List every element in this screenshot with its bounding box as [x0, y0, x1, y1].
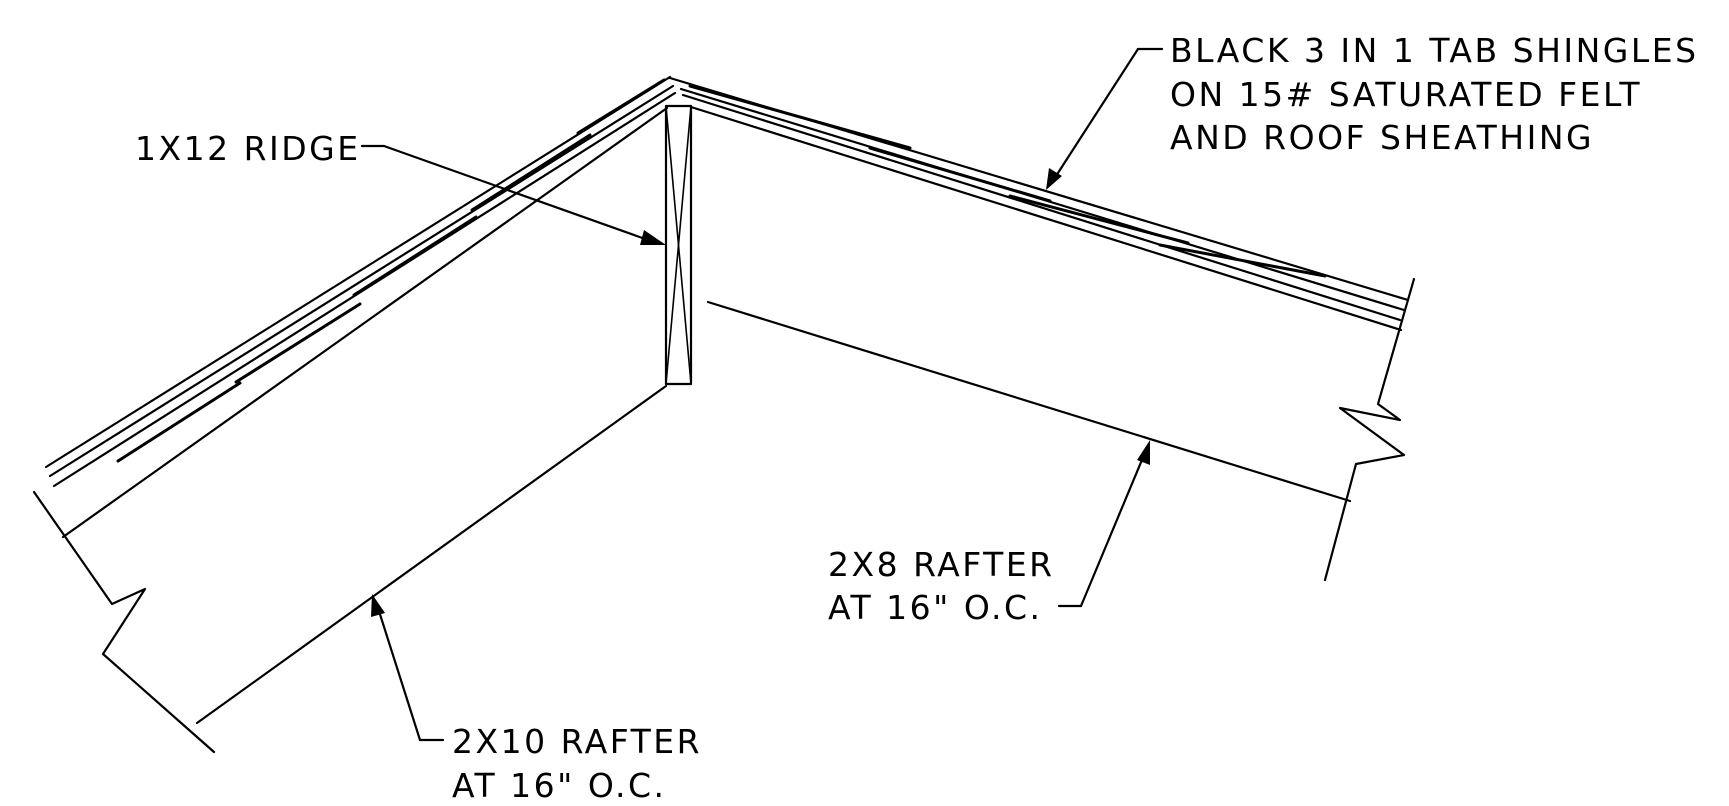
ridge-leader: [360, 144, 666, 245]
left-shingle-tab: [352, 215, 478, 297]
ridge-leader-line: [382, 144, 650, 242]
right-shingle-tabs: [688, 84, 1327, 278]
right-break-line: [1323, 277, 1416, 582]
right-rafter-leader: [1057, 440, 1150, 608]
right-rafter-bottom-edge: [706, 300, 1352, 503]
shingles-leader-arrowhead: [1046, 168, 1062, 190]
left-shingle-tab: [234, 302, 362, 384]
left-shingle-tab: [116, 381, 242, 463]
right-rafter-label-line-1: 2X8 RAFTER: [828, 545, 1055, 584]
left-shingle-tab: [470, 133, 592, 212]
right-rafter-label-line-2: AT 16" O.C.: [828, 588, 1042, 627]
left-break-line: [32, 490, 216, 754]
left-roof-slope: [32, 75, 677, 754]
shingles-label-line-1: BLACK 3 IN 1 TAB SHINGLES: [1170, 31, 1699, 70]
right-shingle-tab: [868, 146, 1052, 203]
right-rafter-leader-arrowhead: [1137, 440, 1150, 465]
left-rafter-top-edge: [61, 106, 669, 539]
ridge-label: 1X12 RIDGE: [135, 129, 361, 168]
left-shingle-line-top: [44, 75, 672, 469]
left-rafter-label-line-2: AT 16" O.C.: [452, 766, 666, 805]
ridge-leader-arrowhead: [640, 230, 666, 245]
left-shingle-tabs: [116, 78, 666, 463]
right-shingle-tab: [1158, 243, 1327, 278]
right-rafter-top-edge: [689, 105, 1403, 332]
left-rafter-leader: [371, 594, 445, 742]
right-rafter-leader-line: [1079, 453, 1146, 608]
ridge-board: [664, 104, 693, 386]
left-felt-line: [48, 84, 675, 478]
shingles-leader-line: [1054, 47, 1140, 178]
left-shingle-tab: [576, 78, 666, 135]
right-shingle-tab: [1008, 194, 1190, 245]
shingles-label-line-3: AND ROOF SHEATHING: [1170, 118, 1594, 157]
ridge-board-diagonal-b: [665, 105, 692, 385]
right-sheathing-line: [681, 93, 1402, 322]
right-roof-slope: [668, 76, 1416, 582]
left-rafter-bottom-edge: [195, 384, 668, 725]
left-rafter-label-line-1: 2X10 RAFTER: [452, 722, 702, 761]
left-rafter-leader-line: [376, 606, 422, 742]
shingles-label-line-2: ON 15# SATURATED FELT: [1170, 75, 1642, 114]
right-shingle-tab: [688, 84, 912, 150]
shingles-leader: [1046, 47, 1164, 190]
left-rafter-leader-arrowhead: [371, 594, 385, 617]
